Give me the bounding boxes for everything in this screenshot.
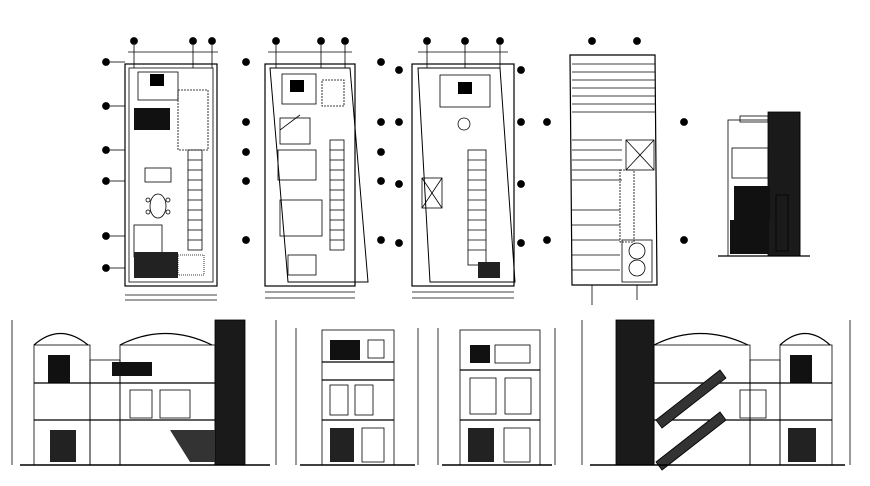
roof-slab-lines xyxy=(572,63,655,271)
grid-bubbles-top xyxy=(418,37,508,68)
section-left xyxy=(11,319,277,466)
grid-bubbles-right xyxy=(377,58,385,244)
spiral-mark xyxy=(457,117,471,131)
section-mid-b xyxy=(437,328,556,466)
grid-bubble xyxy=(633,37,641,45)
bedroom-2 xyxy=(279,117,311,145)
garage-hatch xyxy=(134,252,178,278)
window-dark xyxy=(330,340,360,360)
terrace-box xyxy=(421,177,443,209)
plan-second-floor xyxy=(395,37,525,299)
bedroom-4 xyxy=(279,199,323,237)
slab-hatch xyxy=(112,362,152,376)
bed-icon xyxy=(150,74,164,86)
vault-roof xyxy=(119,332,213,346)
hatched-slab xyxy=(134,108,170,130)
grid-bubble xyxy=(680,236,688,244)
bedroom-room xyxy=(137,71,179,101)
vault-roof xyxy=(653,332,749,346)
section-right xyxy=(581,319,851,471)
grid-bubble xyxy=(543,236,551,244)
stair-first xyxy=(329,139,345,251)
grid-bubble xyxy=(588,37,596,45)
vault-roof xyxy=(33,333,89,346)
door-dark xyxy=(330,428,354,462)
grid-bubbles-right xyxy=(517,66,525,247)
window-dark xyxy=(470,345,490,363)
bed-icon xyxy=(290,80,304,92)
bedroom-3 xyxy=(277,149,317,181)
dining-table xyxy=(145,193,171,219)
bed-icon xyxy=(458,82,472,94)
plan-ground-floor xyxy=(102,37,218,301)
door-dark xyxy=(468,428,494,462)
window-mid xyxy=(734,186,770,220)
plan-roof xyxy=(543,37,688,305)
garage-door xyxy=(730,220,768,254)
window-dark xyxy=(48,355,70,383)
window-dark xyxy=(790,355,812,383)
door-dark xyxy=(788,428,816,462)
vault-roof xyxy=(779,332,831,346)
bathroom xyxy=(144,167,172,183)
balcony xyxy=(287,254,317,276)
grid-bubbles-left xyxy=(242,58,250,244)
studio-room xyxy=(439,74,491,108)
grid-bubbles-left xyxy=(395,66,403,247)
elevation-front xyxy=(718,111,810,257)
stair-hatch xyxy=(170,430,215,462)
grid-bubbles-left xyxy=(102,58,125,272)
stair-ground xyxy=(187,149,203,251)
entry-door xyxy=(775,194,789,252)
skylight xyxy=(625,139,655,171)
stone-cladding xyxy=(767,111,801,257)
roof-outline xyxy=(569,54,658,286)
section-mid-a xyxy=(295,328,419,466)
entry-porch xyxy=(177,254,205,276)
stone-wall xyxy=(214,319,246,466)
window-upper xyxy=(731,147,769,179)
stone-wall xyxy=(615,319,655,466)
grid-bubble xyxy=(543,118,551,126)
water-tank-area xyxy=(621,239,653,283)
water-tank xyxy=(628,242,646,260)
bathroom xyxy=(321,79,345,107)
door-dark xyxy=(50,430,76,462)
diagonal-stair xyxy=(655,369,727,471)
grid-bubble xyxy=(680,118,688,126)
stair-void xyxy=(619,169,635,243)
stair-second xyxy=(467,149,487,266)
bedroom-1 xyxy=(281,73,317,105)
grid-bubbles-top xyxy=(268,37,352,68)
door-swing xyxy=(279,114,301,131)
water-tank xyxy=(628,259,646,277)
hatch-block xyxy=(478,262,500,278)
plan-first-floor xyxy=(242,37,385,299)
